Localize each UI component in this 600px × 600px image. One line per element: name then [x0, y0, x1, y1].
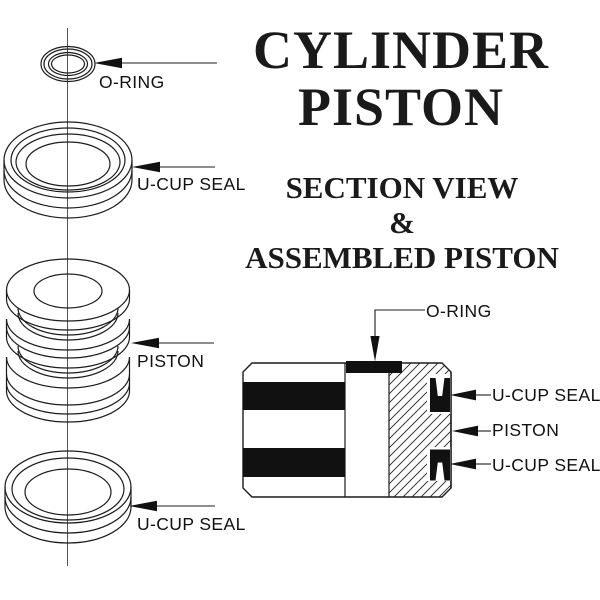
ucup-notch-bottom [435, 462, 445, 481]
oring-section-band [346, 361, 402, 373]
label-ucup-seal-top-section: U-CUP SEAL [492, 385, 600, 405]
label-ucup-seal-top-exploded: U-CUP SEAL [137, 174, 246, 194]
ucup-notch-top [435, 377, 445, 396]
oring-part [40, 45, 96, 83]
section-leaders [370, 309, 491, 470]
leader-oring [94, 57, 217, 69]
label-ucup-seal-bottom-section: U-CUP SEAL [492, 455, 600, 475]
arrowhead-left-icon [132, 161, 160, 173]
subtitle-line-1: SECTION VIEW [285, 170, 519, 205]
arrowhead-left-icon [131, 337, 159, 349]
ucup-seal-bottom-section [430, 449, 450, 481]
exploded-leaders [94, 57, 217, 512]
subtitle-line-2: & [389, 205, 415, 240]
arrowhead-left-icon [450, 389, 476, 401]
title-line-2: PISTON [297, 77, 505, 137]
label-piston-exploded: PISTON [137, 351, 205, 371]
leader-oring-section [370, 309, 425, 362]
arrowhead-left-icon [94, 57, 122, 69]
page-title: CYLINDER PISTON [228, 22, 574, 136]
title-line-1: CYLINDER [252, 20, 550, 80]
subtitle-line-3: ASSEMBLED PISTON [245, 240, 559, 275]
exploded-view [3, 28, 217, 566]
arrowhead-left-icon [452, 425, 478, 437]
leader-ucup-top [132, 161, 215, 173]
ucup-seal-top-part [3, 121, 133, 219]
arrowhead-down-icon [370, 336, 380, 362]
label-oring-exploded: O-RING [99, 72, 165, 92]
ucup-seal-bottom-part [4, 450, 132, 544]
seal-band-bottom [243, 448, 345, 477]
leader-ucup-top-section [450, 389, 491, 401]
arrowhead-left-icon [450, 458, 476, 470]
leader-piston-section [452, 425, 491, 437]
leader-ucup-bottom [129, 500, 215, 512]
piston-part [5, 258, 131, 423]
label-oring-section: O-RING [426, 301, 492, 321]
leader-piston [131, 337, 214, 349]
label-piston-section: PISTON [492, 420, 560, 440]
label-ucup-seal-bottom-exploded: U-CUP SEAL [137, 514, 246, 534]
arrowhead-left-icon [129, 500, 157, 512]
seal-band-top [243, 382, 345, 410]
section-view [242, 309, 491, 498]
ucup-seal-top-section [430, 377, 450, 412]
page-subtitle: SECTION VIEW & ASSEMBLED PISTON [226, 170, 578, 275]
leader-ucup-bottom-section [450, 458, 491, 470]
